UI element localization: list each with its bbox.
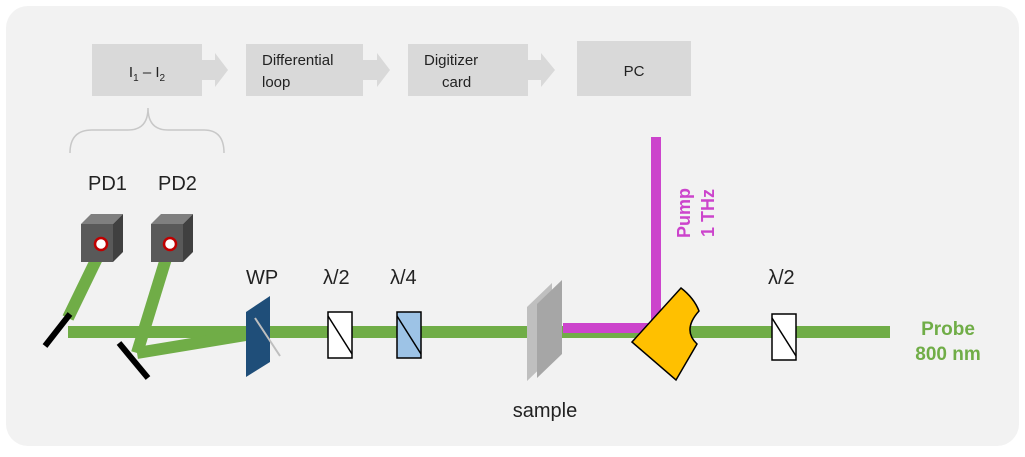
pc-box xyxy=(577,41,691,96)
probe-label-line1: Probe xyxy=(921,319,975,340)
pc-label: PC xyxy=(624,63,645,80)
wollaston-prism xyxy=(246,296,281,377)
digitizer-card-label-line1: Digitizer xyxy=(424,52,478,69)
pd1-label: PD1 xyxy=(88,173,127,195)
subtract-label: I1 – I2 xyxy=(129,64,166,84)
pd2-label: PD2 xyxy=(158,173,197,195)
curly-brace xyxy=(69,107,225,154)
half-wave-plate-2 xyxy=(771,313,797,361)
quarter-wave-plate xyxy=(396,311,422,359)
mirror-1 xyxy=(42,312,73,348)
digitizer-card-box xyxy=(408,44,528,96)
subtract-box xyxy=(92,44,202,96)
arrow-1 xyxy=(202,53,228,87)
signal-chain: I1 – I2 Differential loop Digitizer card… xyxy=(92,41,691,96)
differential-loop-label-line1: Differential xyxy=(262,52,333,69)
differential-loop-box xyxy=(246,44,363,96)
arrow-3 xyxy=(528,53,555,87)
pump-label-line1: Pump xyxy=(674,188,694,238)
pd2-detector xyxy=(151,214,193,262)
half-wave-plate-2-label: λ/2 xyxy=(768,267,795,289)
pd2-aperture xyxy=(162,236,178,252)
mirror-2 xyxy=(116,341,151,380)
sample-label: sample xyxy=(513,400,577,422)
arrow-2 xyxy=(363,53,390,87)
wp-label: WP xyxy=(246,267,278,289)
pd1-detector xyxy=(81,214,123,262)
sample xyxy=(527,280,562,381)
differential-loop-label-line2: loop xyxy=(262,74,290,91)
digitizer-card-label-line2: card xyxy=(442,74,471,91)
probe-beam xyxy=(62,249,890,359)
half-wave-plate-1-label: λ/2 xyxy=(323,267,350,289)
pump-label-line2: 1 THz xyxy=(698,189,718,237)
parabolic-mirror xyxy=(630,286,700,382)
quarter-wave-plate-label: λ/4 xyxy=(390,267,417,289)
probe-label-line2: 800 nm xyxy=(915,344,980,365)
half-wave-plate-1 xyxy=(327,311,353,359)
pd1-aperture xyxy=(93,236,109,252)
